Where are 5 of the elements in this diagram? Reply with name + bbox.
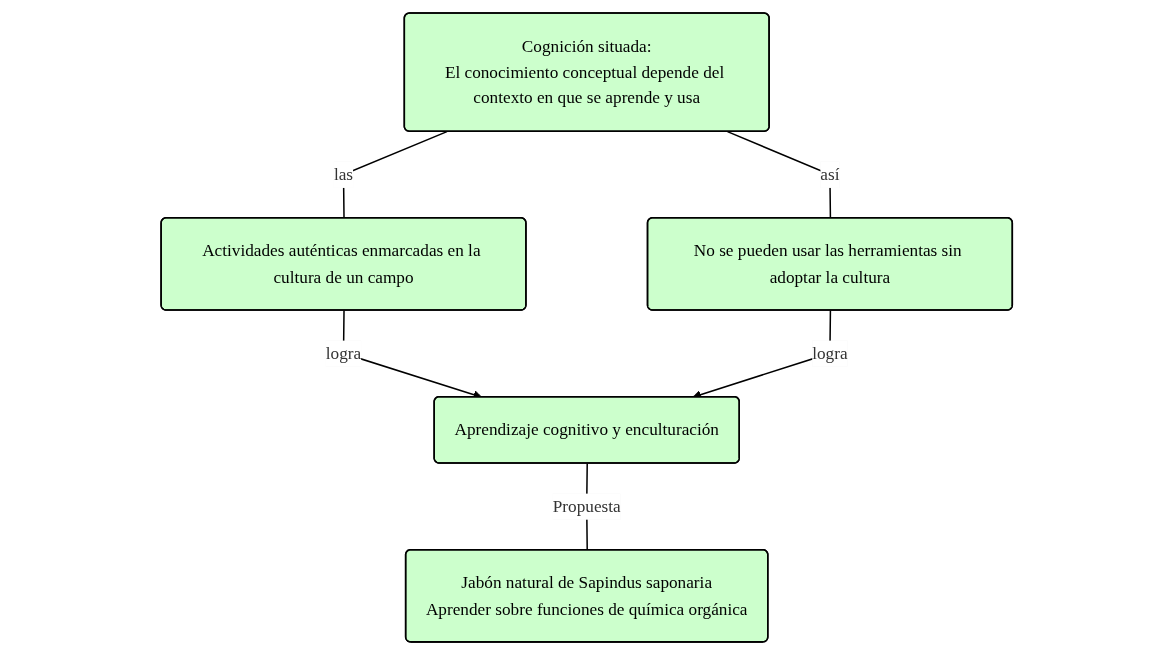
edge-label: logra — [325, 343, 361, 363]
edge-label: Propuesta — [552, 496, 621, 516]
edge-label: logra — [811, 343, 848, 363]
edge-label: así — [820, 164, 840, 184]
edge-label: las — [333, 164, 353, 184]
